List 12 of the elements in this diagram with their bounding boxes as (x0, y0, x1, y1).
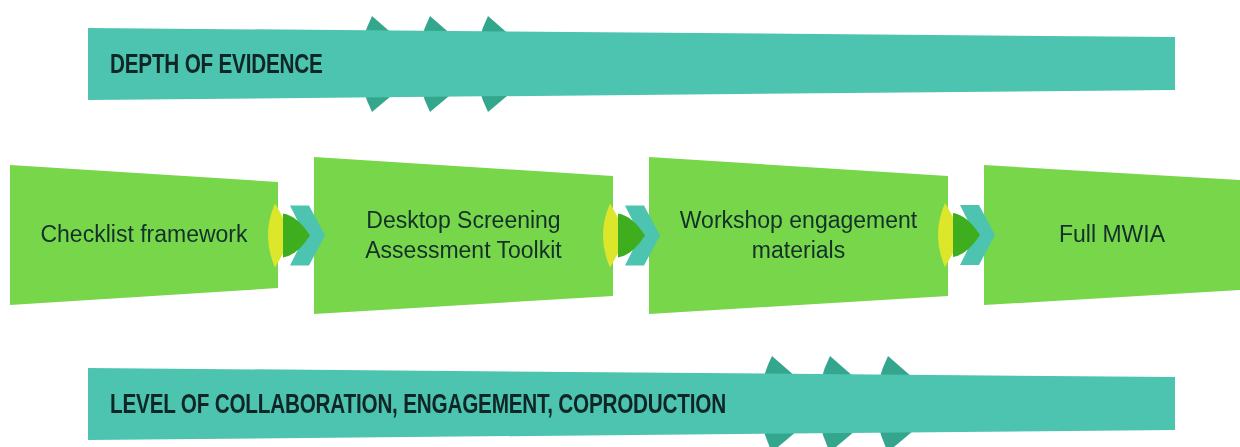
process-box (314, 157, 613, 314)
box-label: Desktop Screening Assessment Toolkit (364, 205, 563, 265)
box-label: Checklist framework (40, 220, 248, 250)
band-arrow (88, 28, 1175, 100)
process-box (649, 157, 948, 314)
box-label: Full MWIA (1058, 220, 1166, 250)
box-label: Workshop engagement materials (678, 205, 919, 265)
band-title: DEPTH OF EVIDENCE (110, 48, 323, 80)
band-arrow (88, 368, 1175, 440)
process-box (10, 165, 278, 305)
band-title: LEVEL OF COLLABORATION, ENGAGEMENT, COPRODUCTION (110, 388, 726, 420)
process-box (984, 165, 1240, 305)
